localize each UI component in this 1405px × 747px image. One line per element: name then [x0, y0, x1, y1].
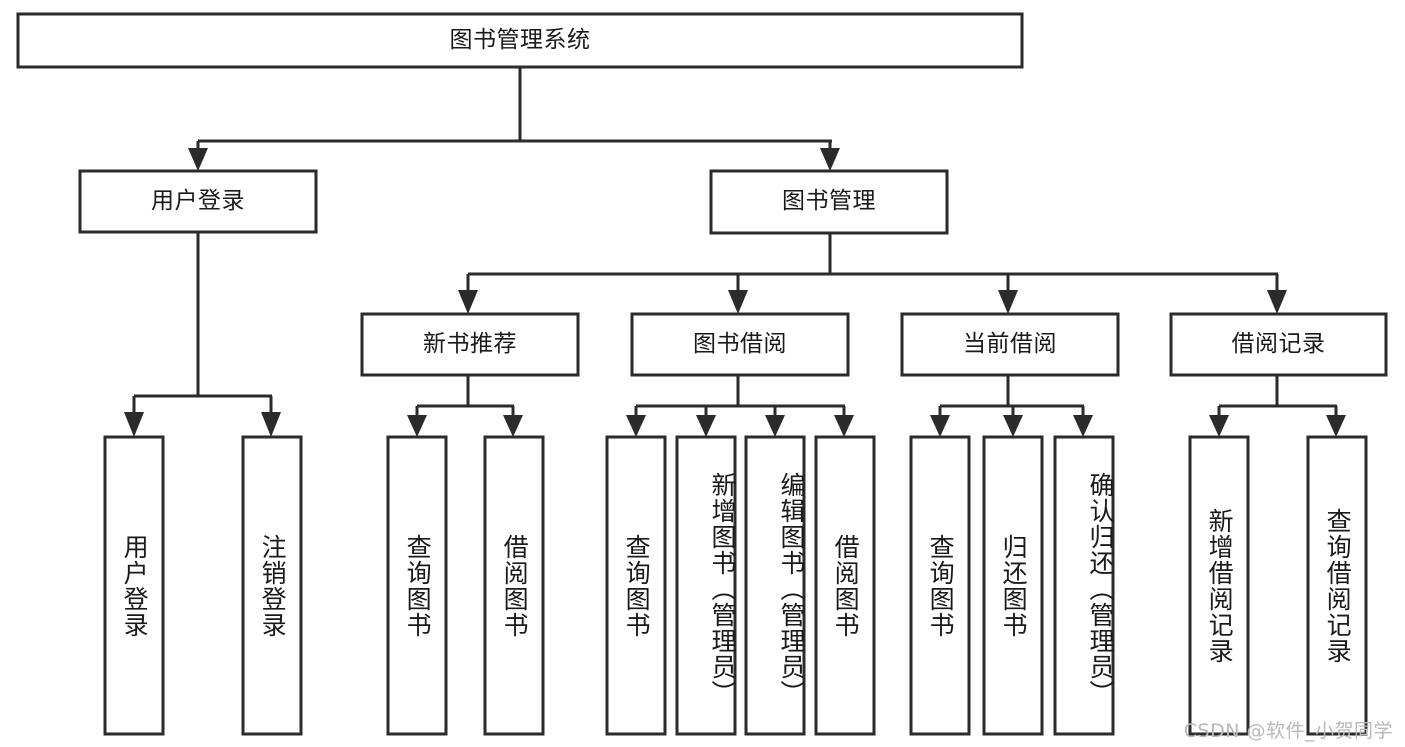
arrowhead-new-book-rec	[458, 290, 478, 314]
node-root[interactable]	[16, 12, 1024, 69]
arrowhead-user-login	[188, 148, 208, 171]
node-borrow-record[interactable]	[1169, 312, 1388, 377]
connector-group-current-borrow	[930, 375, 1093, 437]
node-leaf-borrow-book[interactable]	[814, 435, 876, 736]
node-user-login[interactable]	[78, 169, 318, 234]
node-book-borrow[interactable]	[630, 312, 850, 377]
watermark-text: CSDN @软件_小贺同学	[1183, 720, 1393, 742]
node-leaf-borrow-book-rec[interactable]	[483, 435, 545, 736]
node-leaf-add-record[interactable]	[1188, 435, 1250, 736]
arrowhead-current-borrow	[998, 290, 1018, 314]
node-new-book-rec[interactable]	[360, 312, 580, 377]
arrowhead-book-manage	[820, 148, 840, 171]
arrowhead-leaf-confirm-return	[1073, 415, 1093, 437]
arrowhead-leaf-edit-book	[765, 415, 785, 437]
arrowhead-leaf-query-book-borrow	[626, 415, 646, 437]
node-leaf-query-book-cur[interactable]	[909, 435, 971, 736]
connector-group-book-manage	[458, 233, 1287, 314]
arrowhead-leaf-query-record	[1326, 415, 1346, 437]
arrowhead-leaf-query-book-rec	[407, 415, 427, 437]
node-leaf-confirm-return[interactable]	[1053, 435, 1115, 736]
node-leaf-query-book-rec[interactable]	[386, 435, 448, 736]
connector-group-user-login	[124, 232, 281, 437]
arrowhead-leaf-user-login	[124, 412, 144, 437]
arrowhead-leaf-borrow-book-rec	[503, 415, 523, 437]
arrowhead-borrow-record	[1267, 290, 1287, 314]
arrowhead-leaf-return-book	[1003, 415, 1023, 437]
connector-group-borrow-record	[1209, 375, 1346, 437]
node-leaf-query-book-borrow[interactable]	[605, 435, 667, 736]
node-leaf-edit-book[interactable]	[744, 435, 806, 736]
arrowhead-book-borrow	[728, 290, 748, 314]
node-leaf-add-book[interactable]	[675, 435, 737, 736]
arrowhead-leaf-add-record	[1209, 415, 1229, 437]
node-leaf-user-login[interactable]	[103, 435, 165, 736]
arrowhead-leaf-borrow-book	[834, 415, 854, 437]
node-leaf-return-book[interactable]	[982, 435, 1044, 736]
arrowhead-leaf-add-book	[696, 415, 716, 437]
connector-group-book-borrow	[626, 375, 854, 437]
node-current-borrow[interactable]	[900, 312, 1120, 377]
arrowhead-leaf-logout	[261, 412, 281, 437]
node-leaf-query-record[interactable]	[1306, 435, 1368, 736]
arrowhead-leaf-query-book-cur	[930, 415, 950, 437]
node-book-manage[interactable]	[709, 169, 949, 235]
connector-group-root	[188, 67, 840, 171]
node-leaf-logout[interactable]	[241, 435, 303, 736]
connector-group-new-book-rec	[407, 375, 523, 437]
